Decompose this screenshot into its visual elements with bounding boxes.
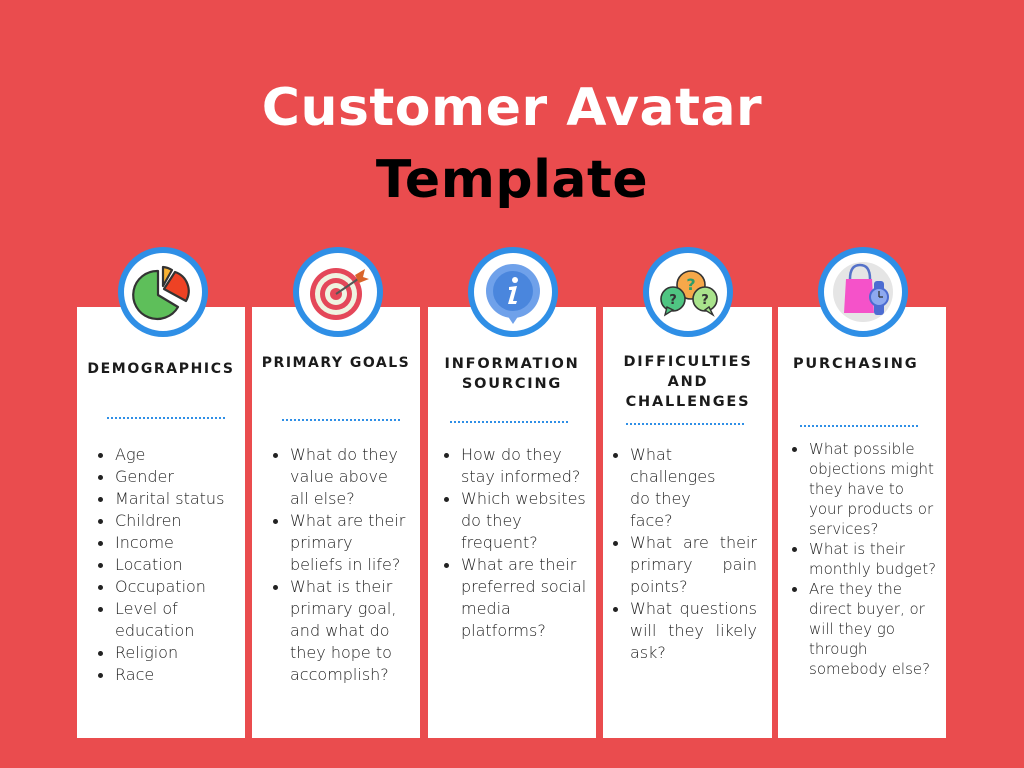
list-item: Occupation: [97, 576, 224, 598]
card-heading: PURCHASING: [793, 356, 919, 372]
list-item: What are their primary pain points?: [613, 533, 757, 596]
svg-text:?: ?: [669, 293, 677, 308]
icon-circle-demographics: [118, 247, 208, 337]
list-item: Gender: [97, 466, 224, 488]
list-item: What is their monthly budget?: [792, 539, 939, 579]
shopping-bag-watch-icon: [833, 262, 893, 322]
card-list: What possible objections might they have…: [778, 439, 939, 679]
dotted-divider: [282, 419, 400, 421]
title-line-1: Customer Avatar: [261, 78, 763, 138]
title-line-2: Template: [375, 150, 649, 210]
icon-circle-purchasing: [818, 247, 908, 337]
card-list: How do they stay informed? Which website…: [428, 444, 587, 642]
dotted-divider: [800, 425, 918, 427]
list-item: What are their primary beliefs in life?: [273, 510, 408, 576]
list-item: Religion: [97, 642, 224, 664]
card-information-sourcing: INFORMATION SOURCING How do they stay in…: [428, 307, 596, 738]
dotted-divider: [626, 423, 744, 425]
card-primary-goals: PRIMARY GOALS What do they value above a…: [252, 307, 420, 738]
card-heading: DEMOGRAPHICS: [87, 361, 235, 377]
list-item: What questions will they likely ask?: [613, 599, 757, 662]
card-list: What challenges do they face? What are t…: [603, 444, 757, 664]
card-purchasing: PURCHASING What possible objections migh…: [778, 307, 946, 738]
target-icon: [310, 268, 369, 320]
list-item: Location: [97, 554, 224, 576]
card-list: What do they value above all else? What …: [252, 444, 408, 686]
svg-text:?: ?: [686, 275, 695, 294]
list-item: Marital status: [97, 489, 225, 508]
list-item: Level of education: [98, 598, 205, 642]
pie-chart-icon: [132, 265, 190, 321]
list-item: Which websites do they frequent?: [444, 489, 586, 552]
list-item: What do they value above all else?: [273, 444, 408, 510]
list-item: Are they the direct buyer, or will they …: [792, 579, 939, 679]
dotted-divider: [107, 417, 225, 419]
card-difficulties-challenges: DIFFICULTIES AND CHALLENGES What challen…: [603, 307, 772, 738]
dotted-divider: [450, 421, 568, 423]
list-item: What are their preferred social media pl…: [444, 555, 587, 640]
list-item: Children: [97, 510, 224, 532]
card-demographics: DEMOGRAPHICS Age Gender Marital status C…: [77, 307, 245, 738]
icon-circle-information-sourcing: [468, 247, 558, 337]
card-heading: INFORMATION SOURCING: [444, 356, 580, 392]
question-bubbles-icon: ? ? ?: [660, 270, 718, 317]
list-item: What possible objections might they have…: [792, 439, 939, 539]
list-item: What challenges do they face?: [613, 444, 730, 532]
icon-circle-difficulties: ? ? ?: [643, 247, 733, 337]
list-item: Race: [97, 664, 224, 686]
list-item: What is their primary goal, and what do …: [273, 576, 408, 686]
card-heading: DIFFICULTIES AND CHALLENGES: [623, 354, 753, 410]
card-list: Age Gender Marital status Children Incom…: [77, 444, 224, 686]
info-icon: [486, 264, 540, 324]
list-item: How do they stay informed?: [444, 444, 587, 488]
card-heading: PRIMARY GOALS: [261, 355, 411, 371]
icon-circle-primary-goals: [293, 247, 383, 337]
list-item: Age: [97, 444, 224, 466]
list-item: Income: [97, 532, 224, 554]
svg-text:?: ?: [701, 293, 709, 308]
